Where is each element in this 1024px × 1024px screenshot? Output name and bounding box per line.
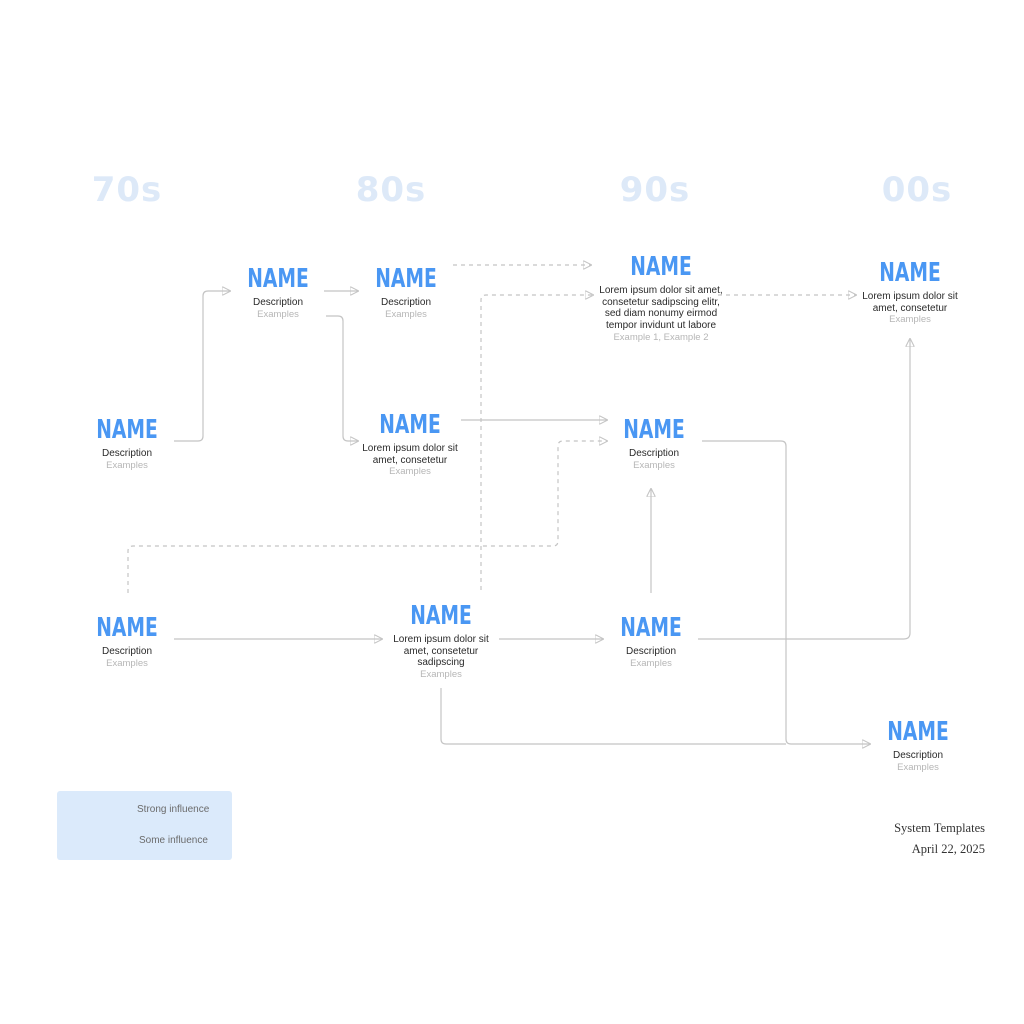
- connector-some: [127, 441, 607, 593]
- node-80s-top-right: NAME Description Examples: [336, 266, 476, 321]
- connector-strong: [698, 339, 910, 640]
- node-description: Description: [625, 646, 677, 657]
- decade-label-80s: 80s: [355, 170, 427, 210]
- node-examples: Examples: [106, 459, 148, 471]
- node-name: NAME: [630, 252, 692, 282]
- node-70s-middle: NAME Description Examples: [57, 417, 197, 472]
- node-name: NAME: [879, 258, 941, 288]
- node-description: Lorem ipsum dolor sit amet, consetetur s…: [599, 285, 723, 332]
- node-name: NAME: [887, 717, 949, 747]
- node-name: NAME: [247, 264, 309, 294]
- connector-strong: [326, 315, 358, 441]
- node-00s-top: NAME Lorem ipsum dolor sit amet, consete…: [840, 260, 980, 326]
- node-name: NAME: [410, 601, 472, 631]
- node-examples: Examples: [633, 459, 675, 471]
- legend-some-label: Some influence: [139, 835, 208, 846]
- node-description: Description: [252, 297, 304, 308]
- node-90s-lower: NAME Description Examples: [581, 615, 721, 670]
- node-00s-bottom: NAME Description Examples: [848, 719, 988, 774]
- connector-strong: [174, 291, 230, 442]
- node-name: NAME: [623, 415, 685, 445]
- node-examples: Examples: [389, 466, 431, 478]
- node-70s-lower: NAME Description Examples: [57, 615, 197, 670]
- connector-strong: [702, 440, 870, 744]
- legend-strong-label: Strong influence: [137, 804, 210, 815]
- node-name: NAME: [96, 415, 158, 445]
- node-name: NAME: [379, 410, 441, 440]
- node-examples: Examples: [385, 308, 427, 320]
- node-80s-middle: NAME Lorem ipsum dolor sit amet, consete…: [340, 412, 480, 478]
- node-description: Description: [101, 646, 153, 657]
- node-description: Description: [380, 297, 432, 308]
- node-description: Description: [892, 750, 944, 761]
- node-name: NAME: [96, 613, 158, 643]
- node-description: Lorem ipsum dolor sit amet, consetetur: [862, 291, 958, 314]
- decade-label-70s: 70s: [91, 170, 163, 210]
- node-examples: Examples: [420, 669, 462, 681]
- node-name: NAME: [620, 613, 682, 643]
- node-examples: Examples: [897, 761, 939, 773]
- legend: Strong influence Some influence: [57, 791, 232, 860]
- node-name: NAME: [375, 264, 437, 294]
- node-80s-top-left: NAME Description Examples: [208, 266, 348, 321]
- node-90s-top: NAME Lorem ipsum dolor sit amet, consete…: [586, 254, 736, 344]
- node-description: Lorem ipsum dolor sit amet, consetetur s…: [393, 634, 489, 669]
- node-examples: Example 1, Example 2: [613, 331, 709, 343]
- node-examples: Examples: [106, 657, 148, 669]
- footer-title: System Templates: [894, 821, 985, 835]
- node-80s-lower: NAME Lorem ipsum dolor sit amet, consete…: [371, 603, 511, 681]
- node-90s-middle: NAME Description Examples: [584, 417, 724, 472]
- node-examples: Examples: [257, 308, 299, 320]
- node-examples: Examples: [630, 657, 672, 669]
- node-description: Description: [628, 448, 680, 459]
- node-examples: Examples: [889, 314, 931, 326]
- decade-label-00s: 00s: [881, 170, 953, 210]
- connector-strong: [440, 688, 786, 745]
- node-description: Description: [101, 448, 153, 459]
- decade-label-90s: 90s: [619, 170, 691, 210]
- connector-some: [480, 295, 593, 590]
- node-description: Lorem ipsum dolor sit amet, consetetur: [362, 443, 458, 466]
- footer-date: April 22, 2025: [911, 842, 985, 856]
